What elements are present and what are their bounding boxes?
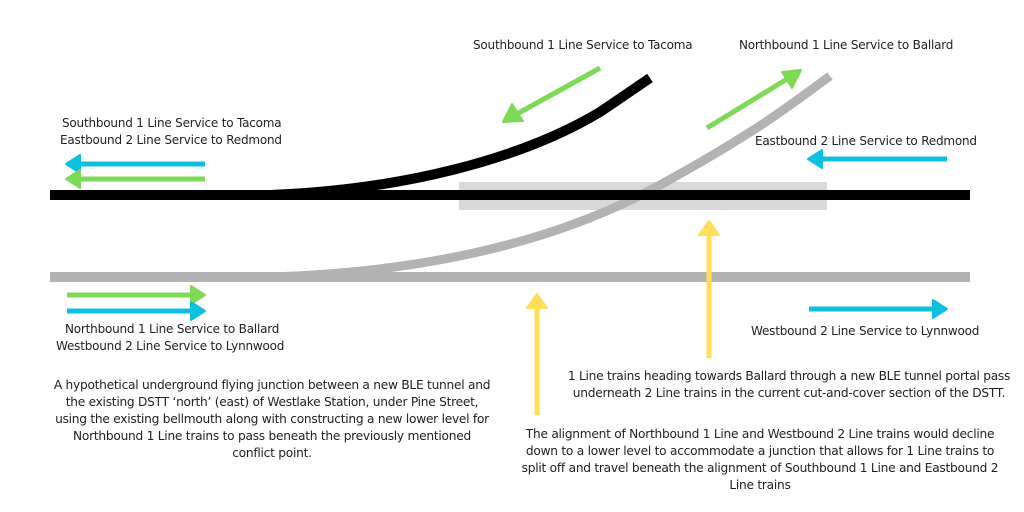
nb1-left-arrow (67, 285, 206, 305)
decline-callout-arrow (526, 293, 548, 415)
description-portal: 1 Line trains heading towards Ballard th… (554, 368, 1024, 402)
description-portal-line: 1 Line trains heading towards Ballard th… (567, 369, 1011, 383)
description-decline-line: split off and travel beneath the alignme… (521, 461, 999, 475)
label-left-northbound-1: Northbound 1 Line Service to Ballard (65, 322, 280, 336)
eb2-right-arrow (807, 149, 947, 169)
label-left-southbound-1: Southbound 1 Line Service to Tacoma (62, 116, 282, 130)
wb2-right-arrow (809, 299, 948, 319)
label-left-westbound-2: Westbound 2 Line Service to Lynnwood (56, 339, 285, 353)
ble-tunnel-track-curve (269, 72, 833, 282)
description-main-line: the existing DSTT ‘north’ (east) of West… (65, 395, 479, 409)
description-main: A hypothetical underground flying juncti… (42, 377, 502, 462)
nb1-top-arrow (705, 69, 802, 131)
description-main-line: conflict point. (232, 446, 312, 460)
label-top-southbound-1: Southbound 1 Line Service to Tacoma (473, 38, 693, 52)
label-right-eastbound-2: Eastbound 2 Line Service to Redmond (755, 134, 977, 148)
description-main-line: Northbound 1 Line trains to pass beneath… (73, 429, 471, 443)
description-main-line: using the existing bellmouth along with … (55, 412, 489, 426)
southbound-track-curve (269, 73, 653, 200)
sb1-top-arrow (502, 65, 602, 123)
label-left-eastbound-2: Eastbound 2 Line Service to Redmond (60, 133, 282, 147)
wb2-left-arrow (67, 301, 206, 321)
description-decline: The alignment of Northbound 1 Line and W… (514, 426, 1006, 494)
description-main-line: A hypothetical underground flying juncti… (53, 378, 491, 392)
label-right-westbound-2: Westbound 2 Line Service to Lynnwood (751, 324, 980, 338)
description-decline-line: down to a lower level to accommodate a j… (525, 444, 995, 458)
description-decline-line: The alignment of Northbound 1 Line and W… (525, 427, 995, 441)
eb2-left-arrow (65, 154, 205, 174)
portal-callout-arrow (698, 220, 720, 358)
label-top-northbound-1: Northbound 1 Line Service to Ballard (739, 38, 954, 52)
sb1-left-arrow (65, 169, 205, 189)
description-decline-line: Line trains (729, 478, 791, 492)
description-portal-line: underneath 2 Line trains in the current … (572, 386, 1006, 400)
